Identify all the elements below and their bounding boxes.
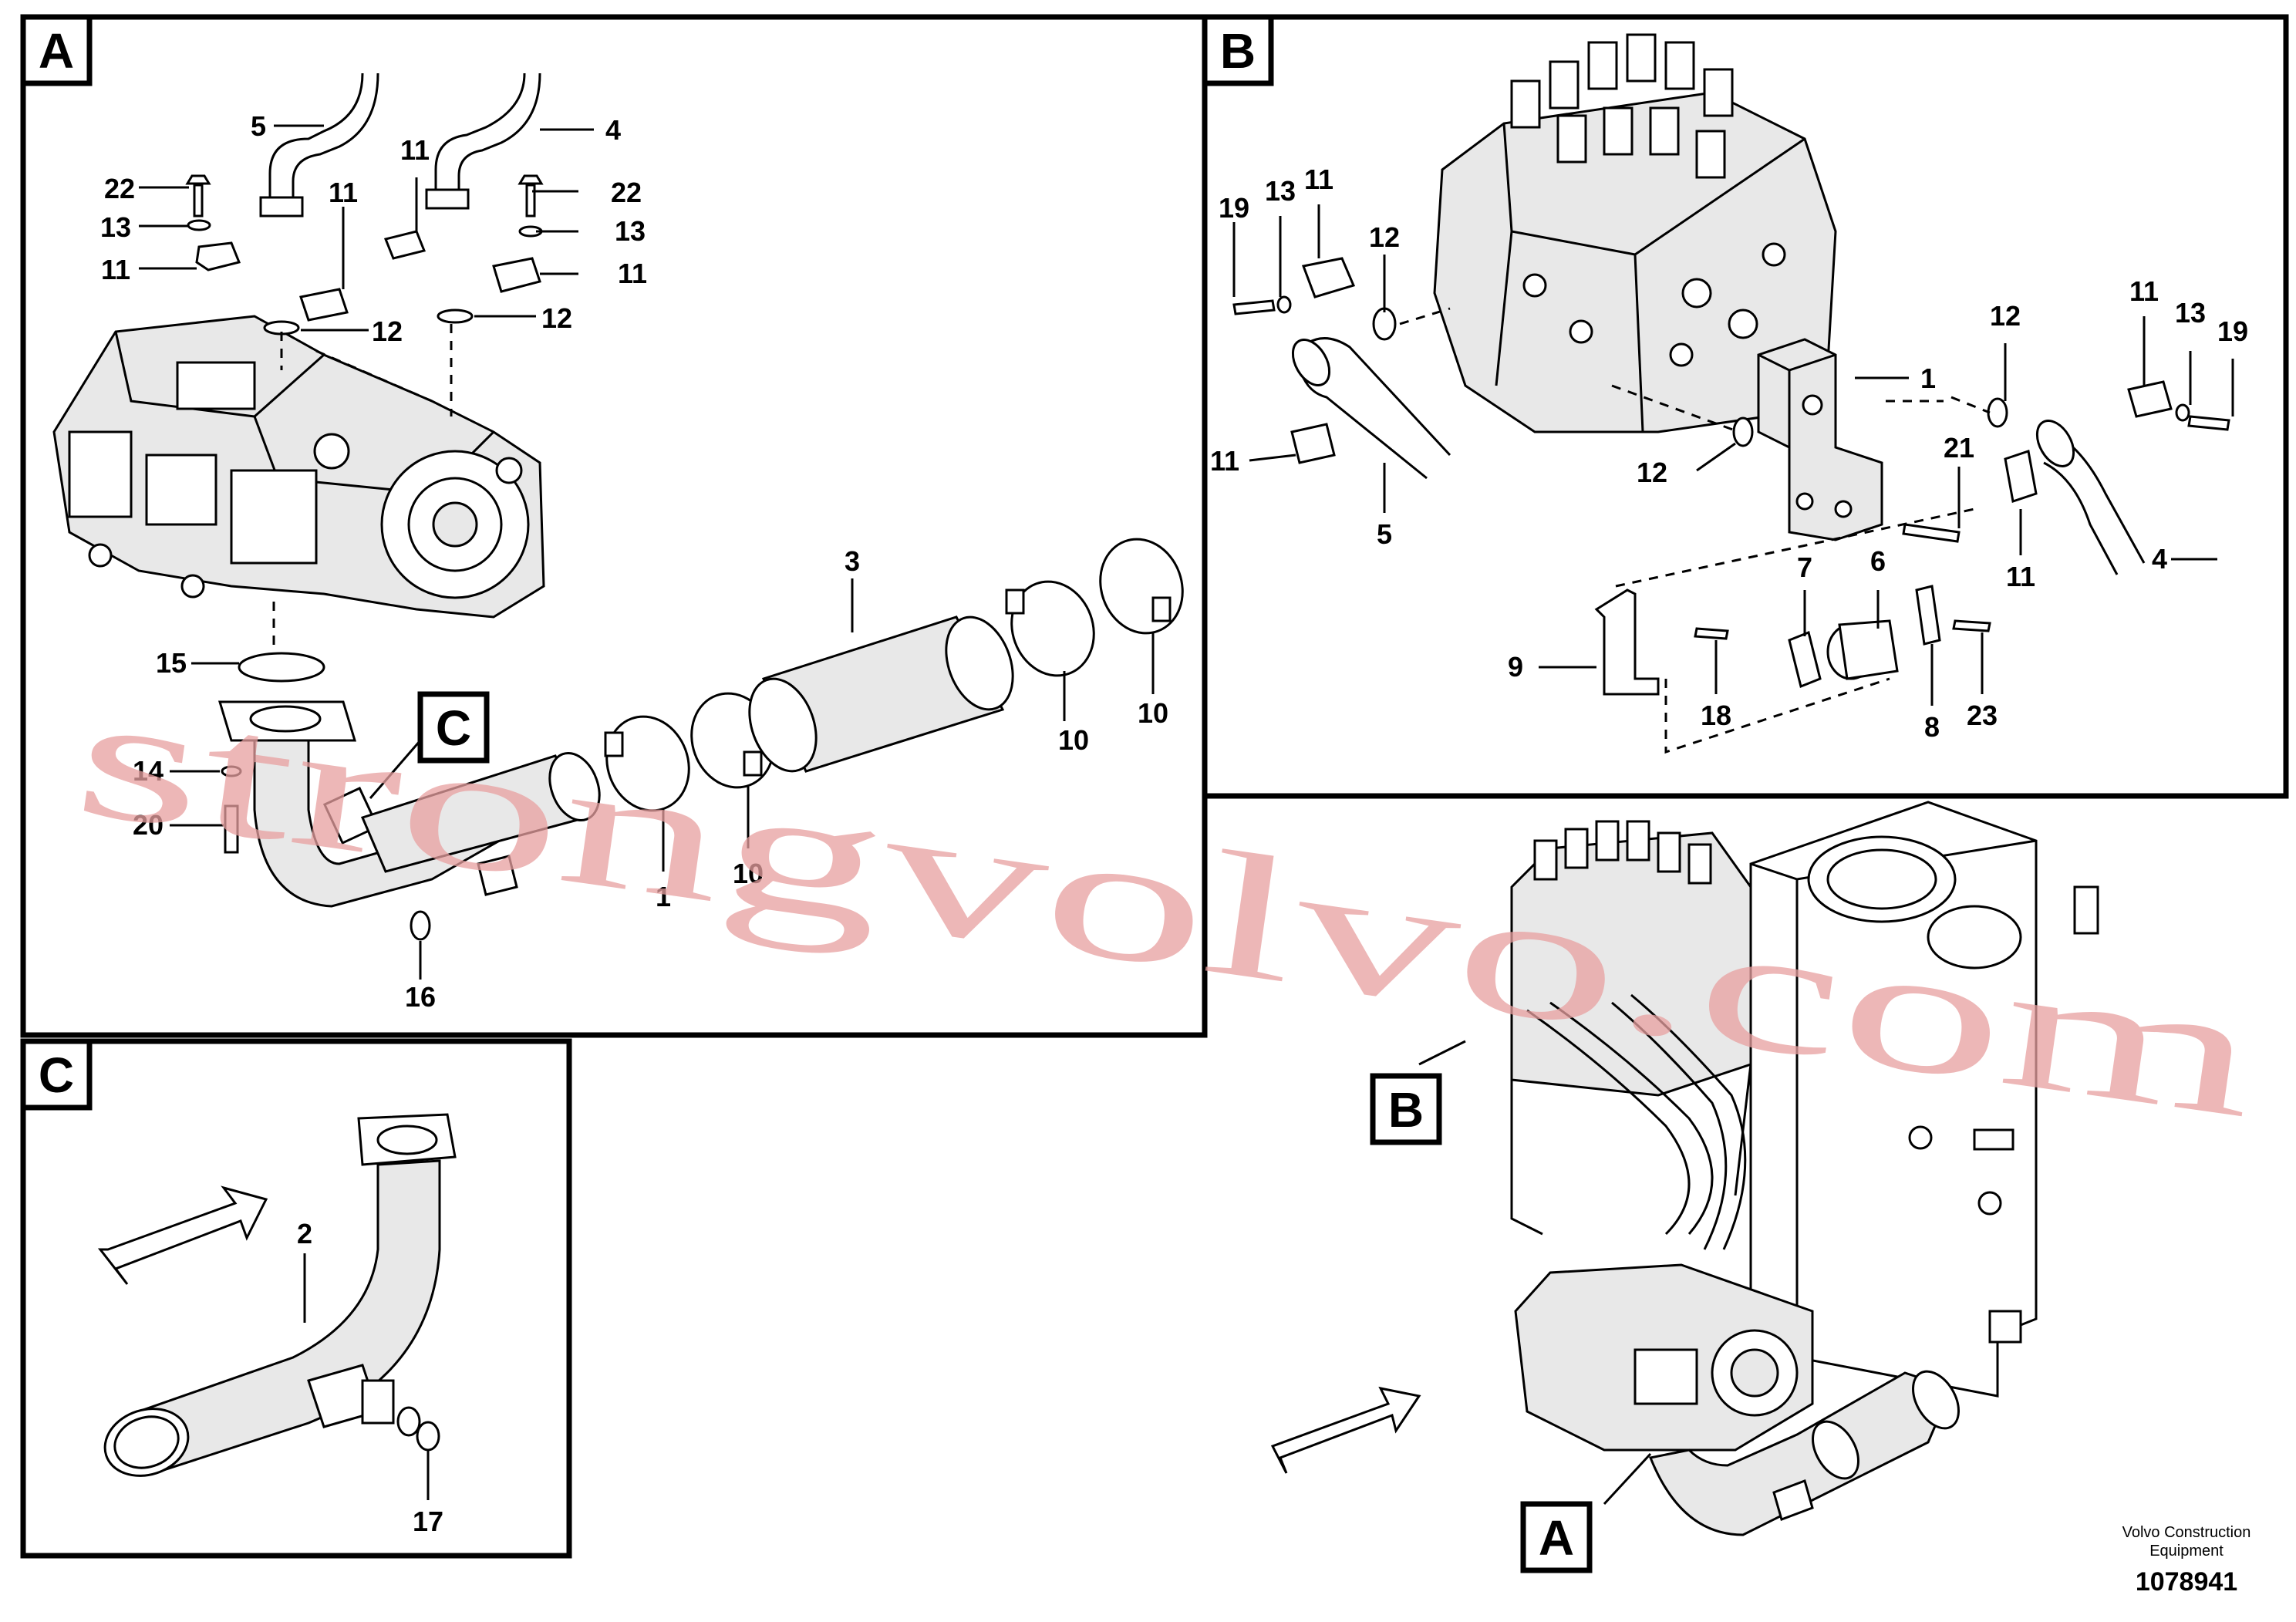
label-b-9: 9 [1508, 651, 1523, 683]
label-b-13-right: 13 [2175, 297, 2206, 329]
direction-arrow-c [97, 1185, 268, 1285]
control-valve [1433, 33, 1837, 433]
label-b-11-right: 11 [2129, 275, 2159, 307]
label-b-21: 21 [1944, 432, 1974, 464]
panel-a-drawing [52, 73, 1184, 941]
label-b-11-lower: 11 [1210, 445, 1239, 477]
panel-a-leaders [139, 124, 1155, 980]
label-b-8: 8 [1924, 711, 1940, 743]
label-a-11-right: 11 [618, 258, 647, 289]
panel-c-tag: C [20, 1038, 93, 1111]
label-b-11-lower-right: 11 [2006, 561, 2035, 592]
label-a-13-left: 13 [100, 211, 131, 243]
panel-a-tag: A [20, 14, 93, 86]
label-b-19-right: 19 [2217, 315, 2248, 347]
label-a-22-right: 22 [611, 177, 642, 208]
overview-drawing [1270, 801, 2099, 1536]
direction-arrow-main [1270, 1386, 1421, 1474]
label-a-10-b: 10 [1058, 724, 1089, 756]
label-a-22-left: 22 [104, 173, 135, 204]
label-b-19-left: 19 [1219, 192, 1249, 224]
panel-c-drawing [97, 1113, 457, 1477]
panel-c-leaders [303, 1253, 430, 1500]
label-a-3: 3 [845, 545, 860, 577]
label-a-11-left: 11 [101, 254, 130, 285]
label-a-14: 14 [133, 755, 164, 787]
label-b-13-left: 13 [1265, 175, 1296, 207]
label-a-13-right: 13 [615, 215, 646, 247]
label-a-16: 16 [405, 981, 436, 1013]
label-a-12-right: 12 [541, 302, 572, 334]
footer: Volvo Construction Equipment 1078941 [2122, 1524, 2251, 1597]
svg-text:B: B [1220, 23, 1256, 79]
label-a-11-top1: 11 [400, 134, 430, 166]
label-c-2: 2 [297, 1218, 312, 1249]
label-b-18: 18 [1701, 700, 1731, 731]
company-line-1: Volvo Construction [2122, 1524, 2251, 1541]
panel-b-tag: B [1202, 14, 1274, 86]
label-a-12-left: 12 [372, 315, 403, 347]
callout-a-on-main: A [1520, 1452, 1652, 1573]
company-line-2: Equipment [2149, 1543, 2224, 1560]
label-b-12-left: 12 [1369, 221, 1400, 253]
label-b-1: 1 [1920, 363, 1936, 394]
panel-b-leaders [1232, 204, 2234, 706]
panel-c-frame [20, 1038, 572, 1559]
label-b-11-left: 11 [1304, 164, 1333, 195]
label-b-7: 7 [1797, 551, 1812, 583]
panel-b-labels: 19 13 11 12 11 5 12 1 12 11 13 19 21 11 … [1210, 164, 2248, 743]
label-a-1: 1 [656, 881, 671, 912]
label-b-6: 6 [1870, 545, 1886, 577]
label-b-12-right: 12 [1990, 300, 2021, 332]
callout-b-on-main: B [1370, 1040, 1466, 1145]
label-b-5: 5 [1377, 518, 1392, 550]
label-a-10-a: 10 [733, 858, 764, 889]
svg-text:A: A [39, 23, 74, 79]
label-c-17: 17 [413, 1506, 443, 1537]
label-a-10-c: 10 [1138, 697, 1168, 729]
label-a-5: 5 [251, 110, 266, 142]
label-a-4: 4 [605, 114, 621, 146]
label-b-4: 4 [2152, 543, 2167, 575]
panel-c-labels: 2 17 [297, 1218, 443, 1537]
callout-c-on-a: C [417, 691, 490, 764]
label-b-12-mid: 12 [1637, 457, 1667, 488]
label-a-11-top2: 11 [329, 177, 358, 208]
panel-b-frame [1202, 14, 2289, 799]
svg-text:C: C [436, 700, 471, 756]
label-b-23: 23 [1967, 700, 1998, 731]
svg-text:C: C [39, 1047, 74, 1103]
drawing-number: 1078941 [2136, 1567, 2237, 1597]
panel-b-drawing [1232, 33, 2230, 754]
hydraulic-pump [52, 315, 545, 619]
svg-text:B: B [1388, 1082, 1424, 1138]
svg-text:A: A [1539, 1510, 1574, 1566]
panel-a-labels: 5 4 22 13 11 11 11 22 13 11 12 12 15 14 … [100, 110, 1168, 1013]
label-a-20: 20 [133, 809, 164, 841]
label-a-15: 15 [156, 647, 187, 679]
